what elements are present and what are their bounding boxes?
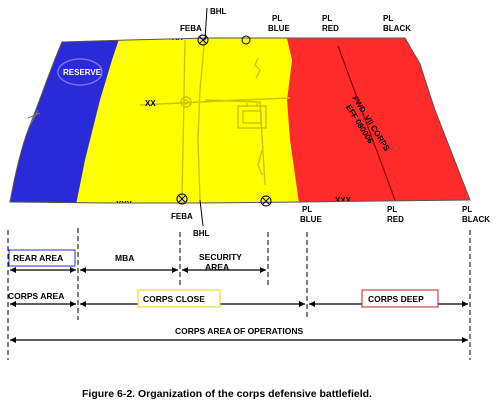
top-pl-red-line1: PL (322, 14, 332, 23)
bottom-pl-black-line2: BLACK (462, 215, 490, 224)
bottom-pl-red-line1: PL (387, 205, 397, 214)
top-bhl-label: BHL (210, 7, 227, 16)
bottom-pl-blue-line1: PL (302, 205, 312, 214)
deep-area-region (285, 38, 470, 203)
corps-close-label: CORPS CLOSE (143, 294, 205, 304)
rear-area-box (8, 249, 76, 267)
corps-boundary-mark-2: XXX (335, 196, 352, 205)
corps-close-box (137, 289, 221, 308)
security-area-line2: AREA (205, 262, 229, 272)
bottom-pl-blue-line2: BLUE (300, 215, 322, 224)
map-outline (9, 37, 471, 204)
figure-caption: Figure 6-2. Organization of the corps de… (82, 388, 372, 400)
main-battle-area-region (75, 38, 300, 203)
zone-arrows (10, 269, 468, 341)
bottom-bhl-label: BHL (193, 229, 210, 238)
top-pl-red-line2: RED (322, 24, 339, 33)
boundary-mark-2: XX (172, 33, 183, 42)
bhl-line (204, 7, 208, 41)
feba-marker-right (260, 195, 272, 207)
bottom-pl-red-line2: RED (387, 215, 404, 224)
top-pl-blue-line2: BLUE (268, 24, 290, 33)
top-pl-blue-line1: PL (272, 14, 282, 23)
feba-marker-top (197, 34, 209, 46)
arrow-heads (10, 267, 468, 343)
corps-area-of-operations-label: CORPS AREA OF OPERATIONS (175, 326, 303, 336)
corps-deep-label: CORPS DEEP (368, 294, 424, 304)
corps-boundary-mark-1: XXX (116, 200, 133, 209)
security-area-line1: SECURITY (199, 252, 242, 262)
bottom-feba-label: FEBA (171, 212, 193, 221)
boundary-mark-1: XX (145, 99, 156, 108)
bhl-line-bottom (199, 199, 204, 227)
top-pl-black-line2: BLACK (383, 24, 411, 33)
reserve-oval (57, 58, 103, 86)
top-pl-black-line1: PL (383, 14, 393, 23)
feba-marker-bottom (176, 193, 188, 205)
top-feba-label: FEBA (180, 24, 202, 33)
bottom-pl-black-line1: PL (462, 205, 472, 214)
corps-area-label: CORPS AREA (8, 291, 64, 301)
battlefield-map: RESERVE FWD. VII CORPS EFF 080006 XX XX … (10, 33, 470, 209)
rear-area-label: REAR AREA (13, 253, 63, 263)
pl-blue-marker-top (241, 35, 251, 45)
corps-deep-box (361, 289, 439, 308)
maneuver-graphics (139, 38, 291, 201)
reserve-label: RESERVE (63, 68, 102, 77)
mba-label: MBA (115, 253, 134, 263)
zone-dividers (7, 228, 471, 360)
